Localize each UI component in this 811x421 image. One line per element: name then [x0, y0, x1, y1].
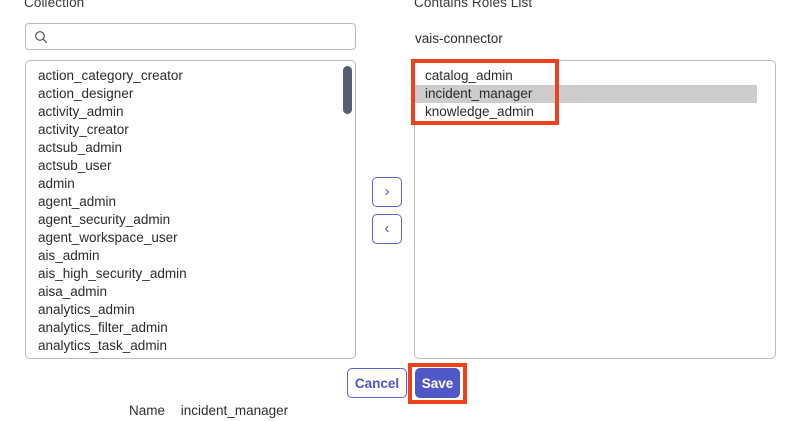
search-icon	[34, 30, 48, 44]
collection-list-item[interactable]: actsub_user	[38, 158, 112, 173]
collection-list-item[interactable]: action_category_creator	[38, 68, 183, 83]
name-label: Name	[129, 403, 166, 418]
cancel-button[interactable]: Cancel	[347, 368, 407, 398]
name-row: Name incident_manager	[129, 403, 288, 418]
collection-list-item[interactable]: analytics_task_admin	[38, 338, 168, 353]
collection-list-item[interactable]: analytics_filter_admin	[38, 320, 168, 335]
collection-column-label: Collection	[24, 0, 85, 10]
collection-list-item[interactable]: ais_admin	[38, 248, 100, 263]
move-left-button[interactable]: ‹	[372, 214, 402, 244]
collection-list-item[interactable]: agent_admin	[38, 194, 117, 209]
role-name-heading: vais-connector	[415, 31, 503, 46]
collection-list-item[interactable]: admin	[38, 176, 75, 191]
collection-list-item[interactable]: agent_security_admin	[38, 212, 171, 227]
selected-role-item[interactable]: knowledge_admin	[425, 104, 534, 119]
selected-role-item[interactable]: catalog_admin	[425, 68, 513, 83]
collection-list-item[interactable]: agent_workspace_user	[38, 230, 178, 245]
collection-list-item[interactable]: activity_creator	[38, 122, 129, 137]
move-right-button[interactable]: ›	[372, 177, 402, 207]
collection-list-item[interactable]: aisa_admin	[38, 284, 108, 299]
selected-role-item-active[interactable]: incident_manager	[415, 85, 757, 103]
name-value: incident_manager	[180, 403, 289, 418]
collection-search-input[interactable]	[48, 23, 347, 50]
save-button[interactable]: Save	[415, 368, 460, 398]
collection-list-item[interactable]: action_designer	[38, 86, 134, 101]
collection-list-item[interactable]: ais_high_security_admin	[38, 266, 187, 281]
collection-list-item[interactable]: analytics_admin	[38, 302, 135, 317]
collection-list-item[interactable]: actsub_admin	[38, 140, 123, 155]
contains-roles-list-label: Contains Roles List	[414, 0, 533, 10]
collection-scrollbar[interactable]	[343, 65, 352, 356]
collection-scrollbar-thumb[interactable]	[343, 66, 352, 114]
collection-search-box[interactable]	[25, 23, 356, 50]
collection-list-item[interactable]: activity_admin	[38, 104, 124, 119]
